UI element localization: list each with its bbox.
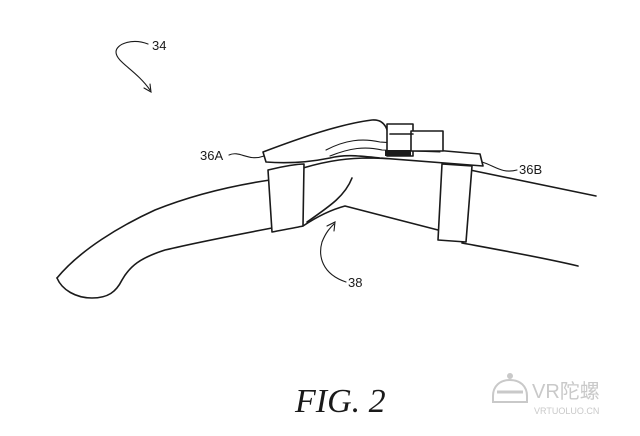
- ref-36a-leader: [228, 153, 265, 159]
- watermark-url: VRTUOLUO.CN: [534, 406, 599, 416]
- ref-36b-group: 36B: [481, 161, 542, 177]
- ref-label-36a: 36A: [200, 148, 223, 163]
- watermark-logo-icon: [492, 378, 528, 403]
- hinge-top-edge: [302, 157, 453, 169]
- second-band-36b: [437, 163, 473, 243]
- ref-36a-group: 36A: [200, 148, 265, 163]
- hinge-crease-line: [306, 177, 353, 223]
- hinge-bottom-edge: [302, 205, 439, 231]
- watermark-logo-dot: [507, 373, 513, 379]
- hinge-section: [302, 157, 453, 231]
- actuator-base-strip: [385, 150, 411, 156]
- ref-label-34: 34: [152, 38, 166, 53]
- temple-rear-section: [461, 169, 597, 267]
- temple-front-bottom-edge: [56, 227, 273, 299]
- top-plate-assembly: [262, 119, 484, 167]
- temple-rear-bottom-edge: [461, 242, 579, 267]
- ref-34-arrowhead: [143, 83, 152, 94]
- temple-rear-top-edge: [469, 169, 597, 197]
- ref-34-group: 34: [115, 38, 166, 94]
- ref-label-38: 38: [348, 275, 362, 290]
- ref-36b-leader: [481, 161, 518, 172]
- plate-inner-strip-lower: [329, 147, 441, 157]
- actuator-block-right: [410, 130, 444, 152]
- ref-34-leader: [115, 41, 151, 91]
- ref-label-36b: 36B: [519, 162, 542, 177]
- plate-inner-strip-upper: [325, 139, 439, 151]
- watermark-logo-text: VR陀螺: [532, 380, 600, 403]
- top-plate: [262, 119, 484, 167]
- figure-caption: FIG. 2: [294, 383, 386, 420]
- watermark: VR陀螺 VRTUOLUO.CN: [492, 373, 600, 416]
- first-band-36a: [267, 163, 305, 233]
- ref-38-arrowhead: [326, 221, 336, 232]
- temple-front-top-edge: [56, 179, 271, 279]
- temple-front-section: [56, 179, 273, 299]
- first-band-body: [267, 163, 305, 233]
- ref-38-group: 38: [320, 221, 362, 290]
- ref-38-leader: [320, 223, 347, 283]
- second-band-body: [437, 163, 473, 243]
